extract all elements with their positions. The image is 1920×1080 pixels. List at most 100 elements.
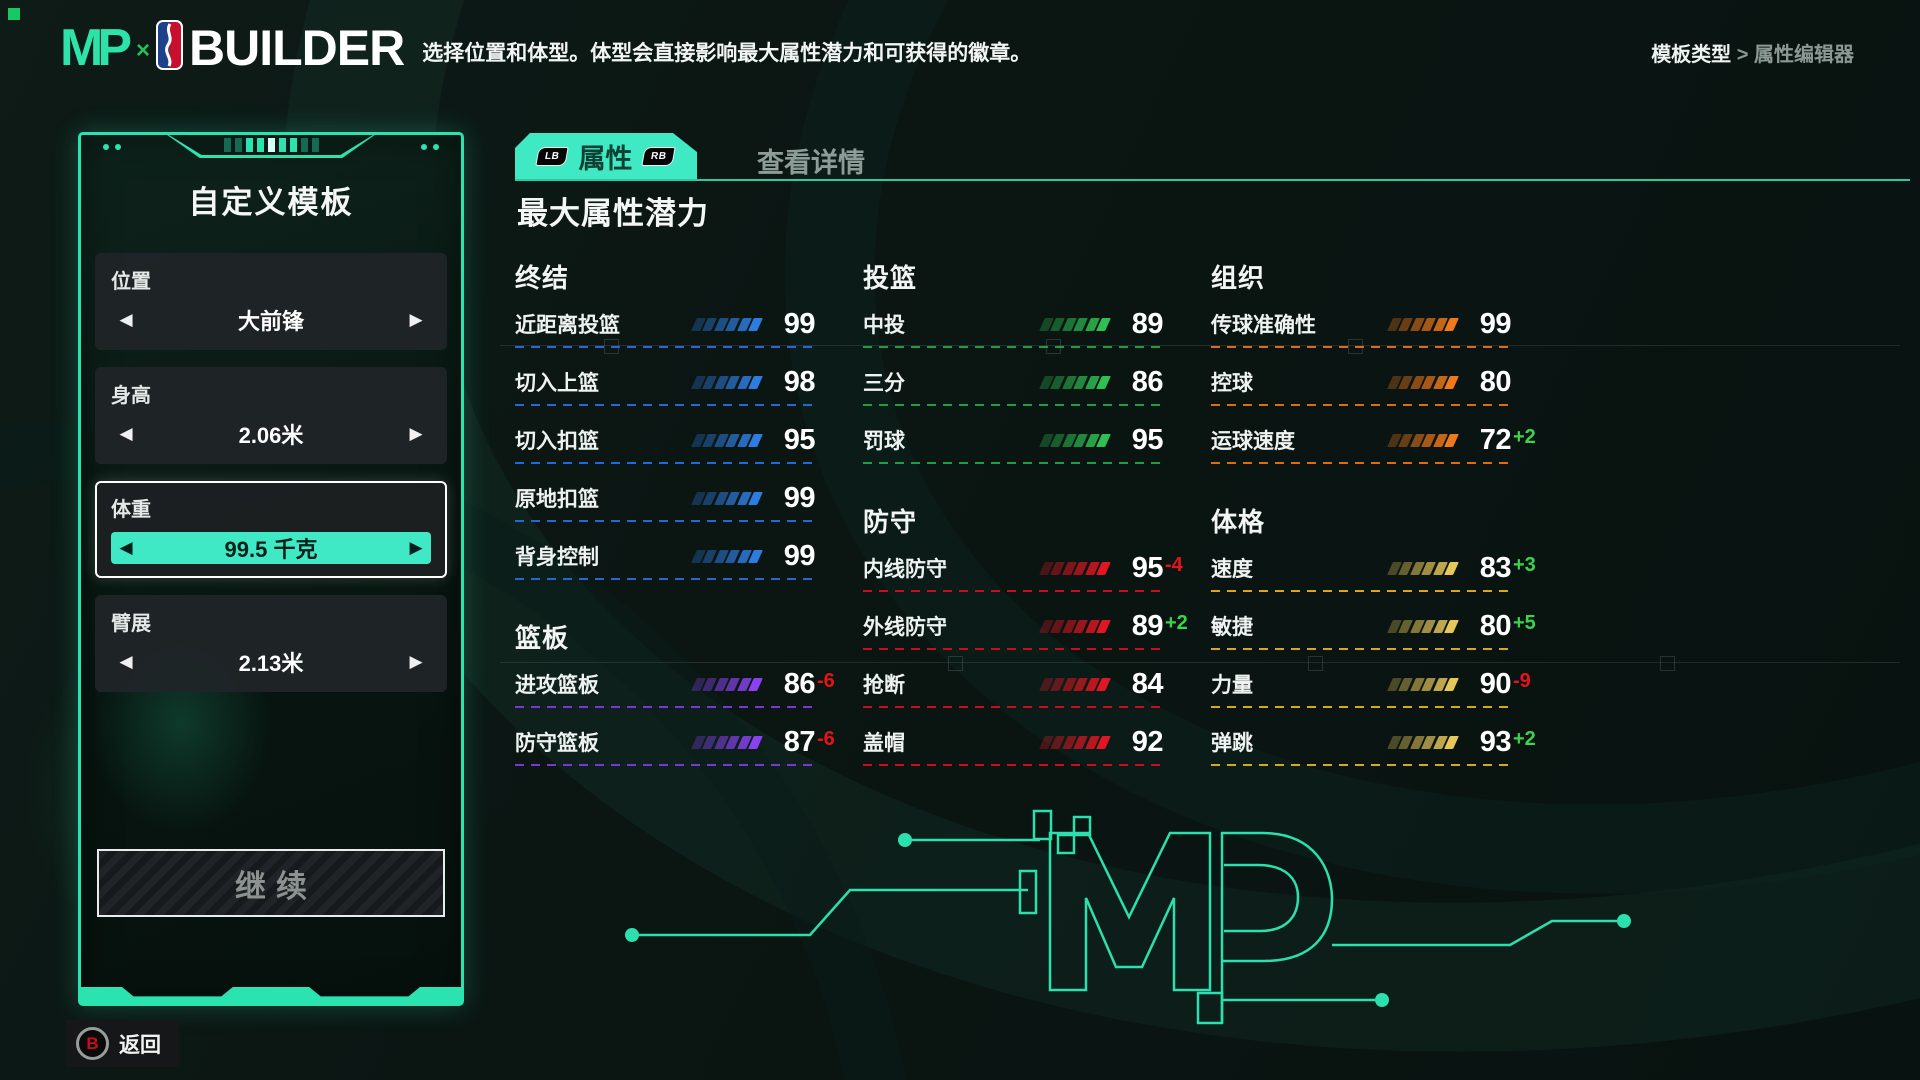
custom-template-panel: 自定义模板 位置 ◀ 大前锋 ▶ 身高 ◀ 2.06米 ▶ 体重 <box>51 132 464 1006</box>
attribute-bar-icon <box>1386 735 1459 749</box>
panel-dot <box>433 144 439 150</box>
stepper-left-arrow-icon[interactable]: ◀ <box>119 538 133 557</box>
attribute-label: 切入上篮 <box>515 372 599 395</box>
tab-view-details[interactable]: 查看详情 <box>757 148 865 178</box>
attribute-value: 86 <box>783 667 816 700</box>
attribute-modifier: -6 <box>817 670 835 692</box>
stepper-right-arrow-icon[interactable]: ▶ <box>409 652 423 671</box>
attribute-value: 93 <box>1479 725 1512 758</box>
background-trace-node <box>1660 656 1675 671</box>
lb-button-icon: LB <box>535 146 570 166</box>
attribute-label: 切入扣篮 <box>515 430 599 453</box>
attribute-label: 运球速度 <box>1211 430 1295 453</box>
attribute-value: 80 <box>1479 365 1512 398</box>
breadcrumb-parent[interactable]: 模板类型 <box>1651 44 1732 66</box>
attribute-value: 95 <box>1131 551 1164 584</box>
attribute-section-title: 篮板 <box>515 623 570 653</box>
attribute-label: 防守篮板 <box>515 732 599 755</box>
panel-title: 自定义模板 <box>188 185 354 220</box>
attribute-value: 89 <box>1131 609 1164 642</box>
attribute-modifier: +5 <box>1513 612 1536 634</box>
attribute-bar-icon <box>1386 317 1459 331</box>
stepper-left-arrow-icon[interactable]: ◀ <box>119 310 133 329</box>
attribute-label: 速度 <box>1211 558 1253 581</box>
attribute-label: 盖帽 <box>863 732 905 755</box>
attribute-value: 90 <box>1479 667 1512 700</box>
stepper-right-arrow-icon[interactable]: ▶ <box>409 310 423 329</box>
stepper-right-arrow-icon[interactable]: ▶ <box>409 424 423 443</box>
mp-logo-text: MP <box>60 18 132 77</box>
builder-logo: MP × BUILDER <box>60 18 405 77</box>
tab-attributes[interactable]: LB 属性 RB <box>515 133 697 179</box>
continue-button[interactable]: 继续 <box>97 849 445 917</box>
attribute-bar-icon <box>690 491 763 505</box>
attribute-value: 95 <box>1131 423 1164 456</box>
gamepad-b-icon: B <box>76 1027 109 1060</box>
attribute-bar-icon <box>690 375 763 389</box>
stepper-label: 位置 <box>111 271 151 293</box>
panel-top-decoration <box>163 132 379 158</box>
attribute-bar-icon <box>1038 677 1111 691</box>
attribute-bar-icon <box>690 549 763 563</box>
attribute-bar-icon <box>690 677 763 691</box>
attribute-bar-icon <box>1038 561 1111 575</box>
attribute-label: 中投 <box>863 314 905 337</box>
stepper-weight[interactable]: 体重 ◀ 99.5 千克 ▶ <box>95 481 447 578</box>
stepper-label: 臂展 <box>111 613 151 635</box>
attribute-section-title: 终结 <box>515 263 570 293</box>
page-subtitle: 选择位置和体型。体型会直接影响最大属性潜力和可获得的徽章。 <box>422 41 1032 65</box>
stepper-height[interactable]: 身高 ◀ 2.06米 ▶ <box>95 367 447 464</box>
attribute-value: 72 <box>1479 423 1512 456</box>
attribute-label: 背身控制 <box>515 546 599 569</box>
attribute-modifier: -6 <box>817 728 835 750</box>
stepper-wingspan[interactable]: 臂展 ◀ 2.13米 ▶ <box>95 595 447 692</box>
attribute-bar-icon <box>690 735 763 749</box>
tab-underline <box>515 179 1910 181</box>
stepper-left-arrow-icon[interactable]: ◀ <box>119 652 133 671</box>
background-trace-line <box>500 345 1900 346</box>
panel-dot <box>103 144 109 150</box>
attribute-bar-icon <box>1038 375 1111 389</box>
stepper-left-arrow-icon[interactable]: ◀ <box>119 424 133 443</box>
background-trace-node <box>948 656 963 671</box>
attribute-row: 运球速度 72+2 <box>1211 418 1536 464</box>
stepper-list: 位置 ◀ 大前锋 ▶ 身高 ◀ 2.06米 ▶ 体重 ◀ 99 <box>95 253 447 709</box>
attribute-row: 进攻篮板 86-6 <box>515 662 835 708</box>
attribute-bar-icon <box>1038 433 1111 447</box>
corner-marker <box>8 8 20 20</box>
attribute-modifier: +2 <box>1165 612 1188 634</box>
stepper-right-arrow-icon[interactable]: ▶ <box>409 538 423 557</box>
x-mark: × <box>136 36 151 64</box>
attribute-value: 99 <box>783 307 816 340</box>
max-potential-heading: 最大属性潜力 <box>517 196 709 231</box>
attribute-bar-icon <box>1386 619 1459 633</box>
attribute-label: 进攻篮板 <box>515 674 599 697</box>
tab-bar: LB 属性 RB 查看详情 <box>515 133 1910 179</box>
attribute-bar-icon <box>1038 619 1111 633</box>
attribute-modifier: +2 <box>1513 426 1536 448</box>
tab-attributes-label: 属性 <box>578 143 633 174</box>
rb-button-icon: RB <box>641 146 677 166</box>
attribute-label: 三分 <box>863 372 905 395</box>
attribute-label: 敏捷 <box>1211 616 1253 639</box>
attribute-bar-icon <box>1038 317 1111 331</box>
back-button[interactable]: B 返回 <box>66 1020 179 1067</box>
stepper-position[interactable]: 位置 ◀ 大前锋 ▶ <box>95 253 447 350</box>
attribute-bar-icon <box>1038 735 1111 749</box>
